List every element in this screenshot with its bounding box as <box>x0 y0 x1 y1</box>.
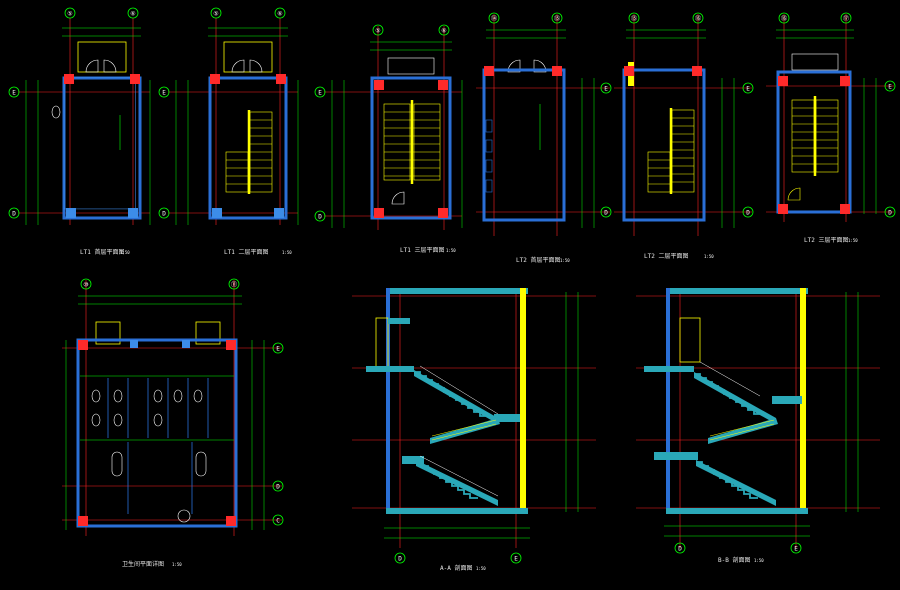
axis-label: E <box>794 546 798 553</box>
drawing-scale: 1:50 <box>282 250 292 255</box>
plan-lt1-third: ⑤ ⑥ E D LT1 三层平面图 1:50 <box>314 24 463 254</box>
axis-label: ⑰ <box>843 15 849 23</box>
plan-lt2-third: ⑯ ⑰ E D LT2 三层平面图 1:50 <box>766 12 896 244</box>
drawing-scale: 1:50 <box>560 258 570 263</box>
axis-circle <box>8 86 20 98</box>
drawing-scale: 1:50 <box>754 558 764 563</box>
drawing-title: B-B 剖面图 <box>718 556 750 564</box>
axis-label: ⑩ <box>83 282 88 289</box>
axis-label: D <box>604 210 608 217</box>
axis-label: D <box>678 546 682 553</box>
axis-label: D <box>162 211 166 218</box>
drawing-scale: 1:50 <box>848 238 858 243</box>
drawing-title: A-A 剖面图 <box>440 564 472 572</box>
axis-label: E <box>604 86 608 93</box>
drawing-scale: 1:50 <box>446 248 456 253</box>
axis-label: ⑯ <box>695 15 701 23</box>
stair-section <box>402 370 520 506</box>
axis-label: ⑭ <box>491 15 497 23</box>
section-b: D E B-B 剖面图 1:50 <box>636 288 880 564</box>
axis-label: D <box>888 210 892 217</box>
axis-label: C <box>276 518 280 525</box>
axis-label: ⑮ <box>631 15 637 23</box>
axis-label: E <box>276 346 280 353</box>
axis-label: D <box>276 484 280 491</box>
axis-label: ⑤ <box>213 11 218 18</box>
axis-label: E <box>514 556 518 563</box>
axis-label: ⑤ <box>375 28 380 35</box>
axis-label: E <box>318 90 322 97</box>
plan-lt2-first: ⑭ ⑮ E D LT2 首层平面图 1:50 <box>476 12 612 264</box>
plan-lt2-second: ⑮ ⑯ E D LT2 二层平面图 1:50 <box>614 12 754 260</box>
axis-label: E <box>12 90 16 97</box>
drawing-title: LT2 二层平面图 <box>644 253 688 260</box>
drawing-title: 卫生间平面详图 <box>122 560 164 568</box>
axis-label: D <box>12 211 16 218</box>
axis-label: D <box>318 214 322 221</box>
drawing-title: LT1 二层平面图 <box>224 249 268 256</box>
drawing-scale: 1:50 <box>172 562 182 567</box>
axis-label: ⑤ <box>67 11 72 18</box>
axis-label: ⑪ <box>231 281 237 289</box>
axis-label: E <box>888 84 892 91</box>
axis-label: ⑥ <box>277 11 282 18</box>
axis-label: ⑯ <box>781 15 787 23</box>
axis-circle <box>8 207 20 219</box>
drawing-scale: 1:50 <box>476 566 486 571</box>
drawing-title: LT1 三层平面图 <box>400 247 444 254</box>
plan-lt1-first: ⑤ ⑥ E D LT1 首层平面图 1:50 <box>8 7 151 256</box>
drawing-scale: 1:50 <box>704 254 714 259</box>
axis-label: E <box>162 90 166 97</box>
axis-label: D <box>746 210 750 217</box>
axis-circle <box>64 7 76 19</box>
drawing-title: LT2 首层平面图 <box>516 256 560 264</box>
drawing-title: LT2 三层平面图 <box>804 237 848 244</box>
axis-label: ⑥ <box>130 11 135 18</box>
plan-lt1-second: ⑤ ⑥ E D LT1 二层平面图 1:50 <box>158 7 299 256</box>
drawing-title: LT1 首层平面图 <box>80 248 124 256</box>
axis-label: D <box>398 556 402 563</box>
section-a: D E A-A 剖面图 1:50 <box>352 288 596 572</box>
axis-label: ⑥ <box>441 28 446 35</box>
axis-circle <box>127 7 139 19</box>
axis-label: ⑮ <box>554 15 560 23</box>
plan-toilet: ⑩ ⑪ E D C <box>62 278 284 568</box>
axis-label: E <box>746 86 750 93</box>
drawing-scale: 1:50 <box>120 250 130 255</box>
stair-section <box>654 372 802 506</box>
